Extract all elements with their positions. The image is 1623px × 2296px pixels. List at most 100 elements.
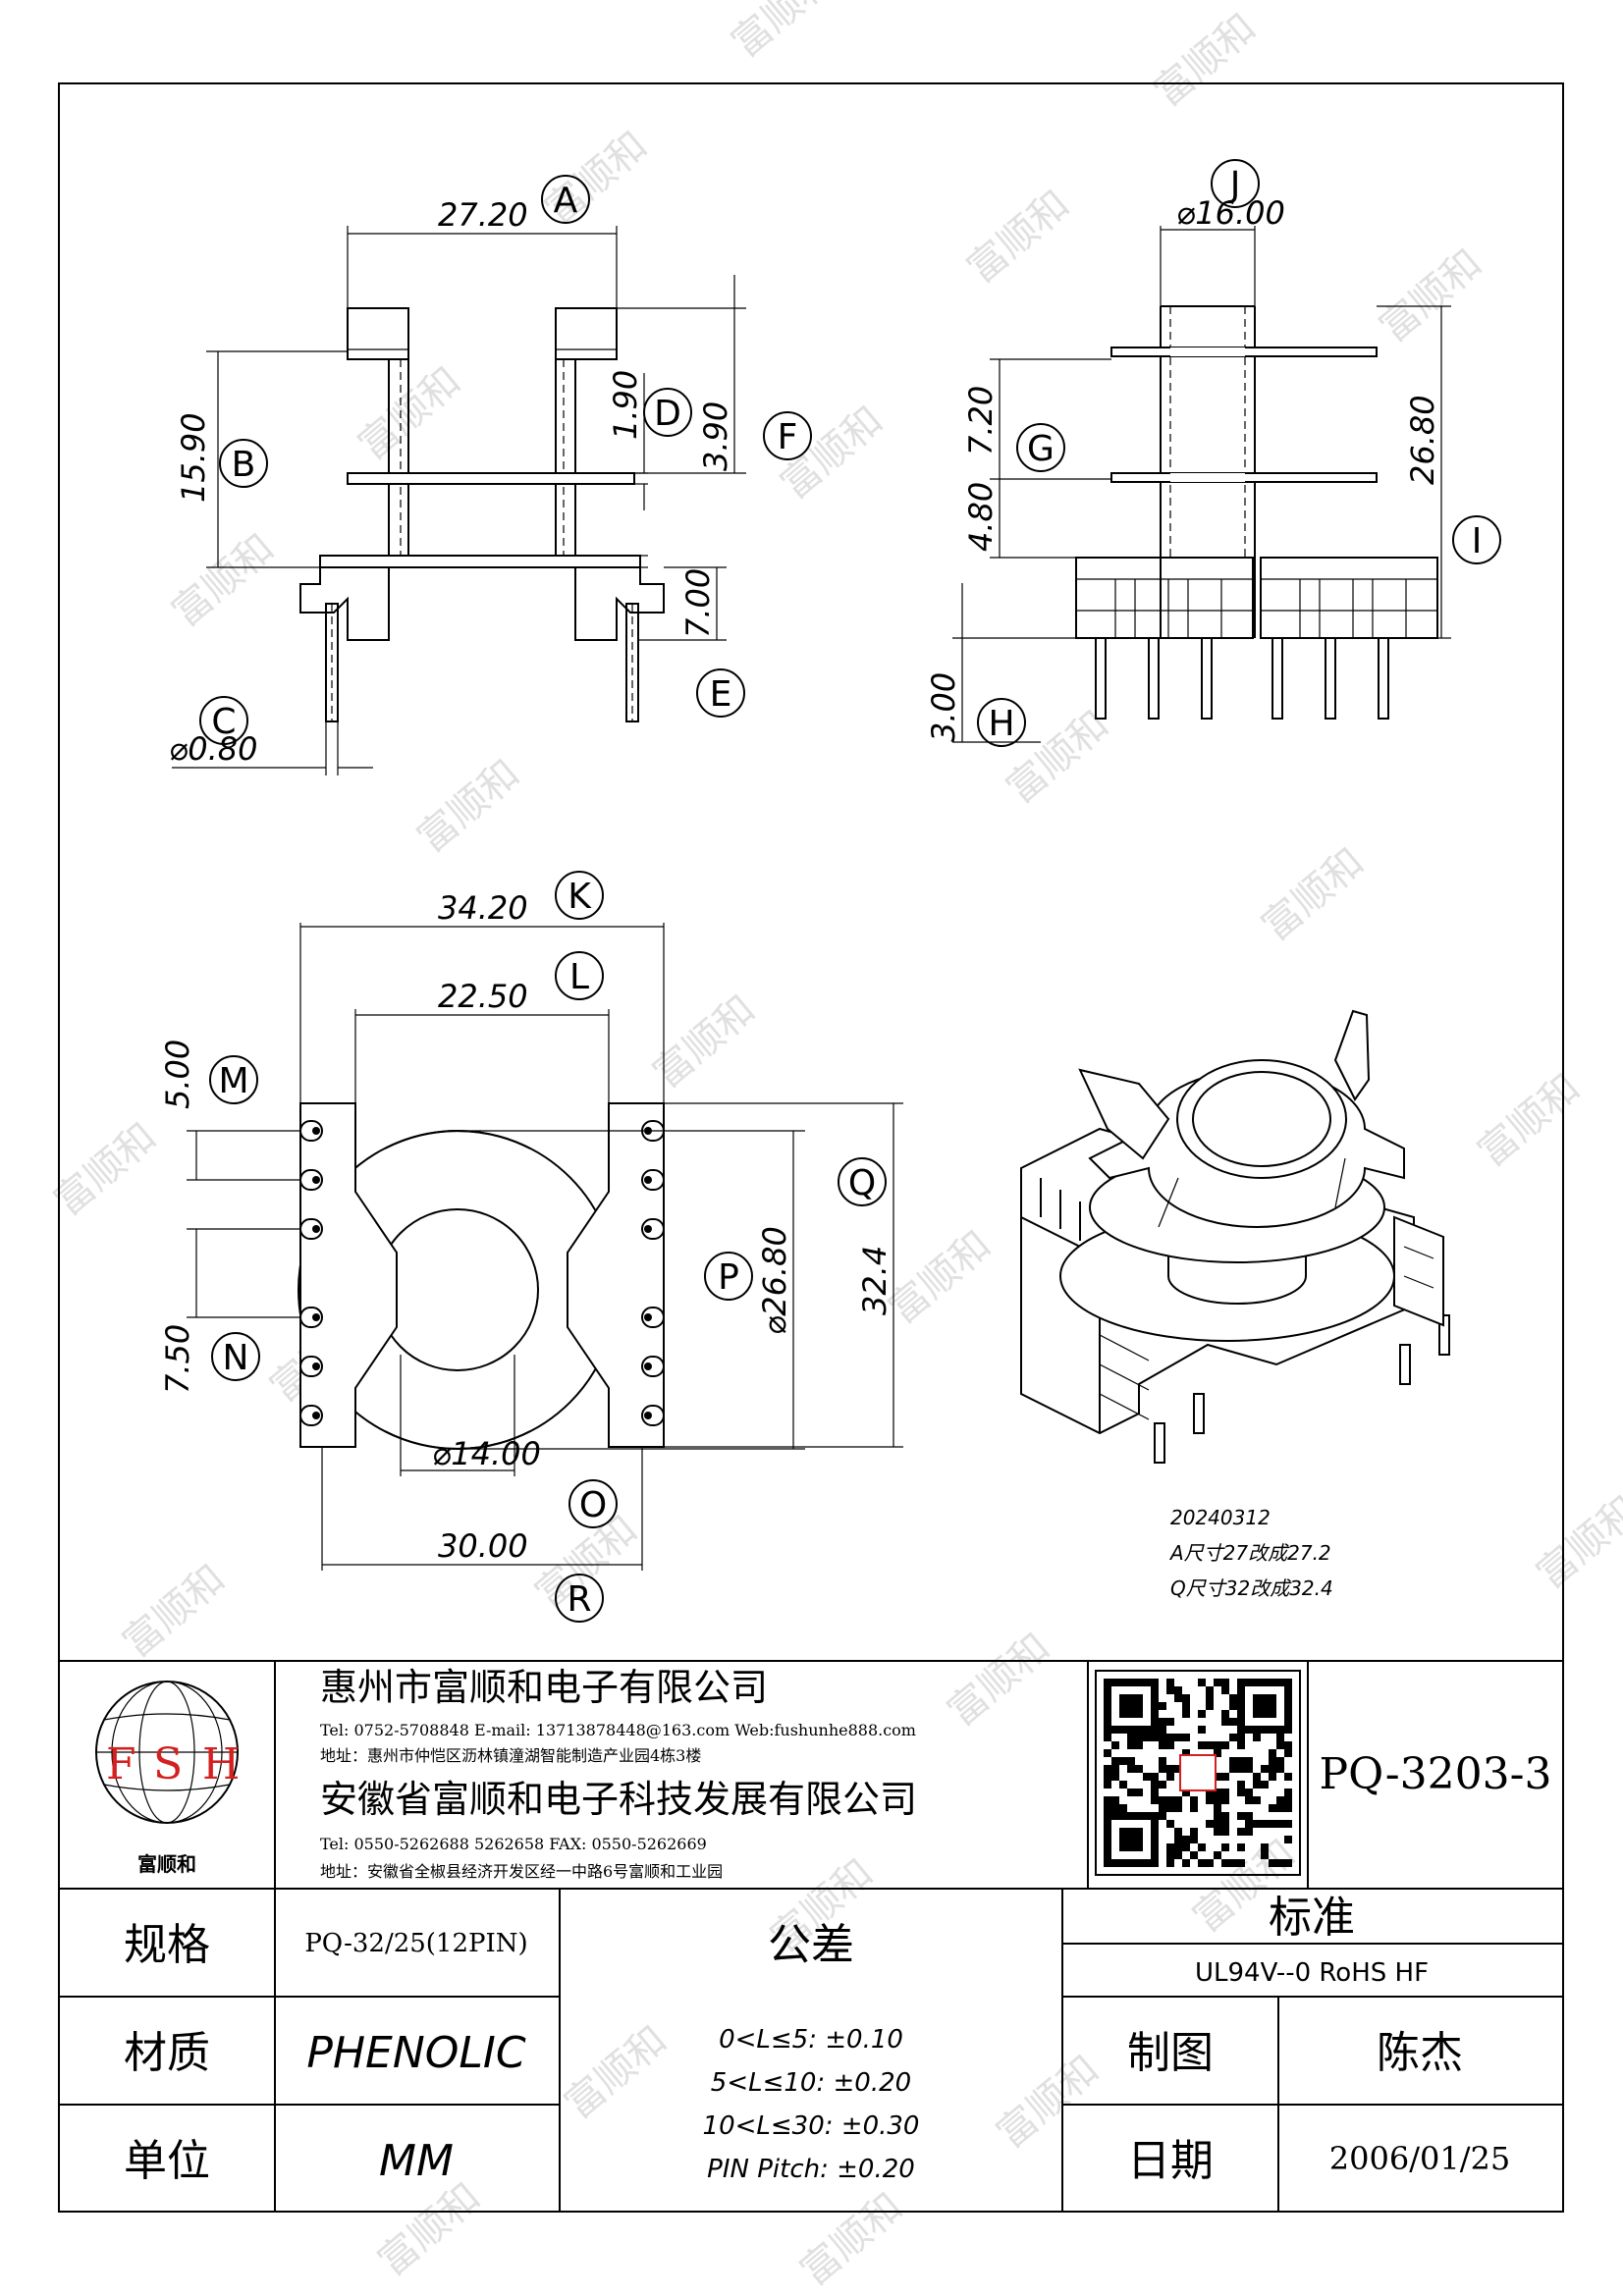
qr-module <box>1237 1702 1245 1710</box>
dim-callout-p <box>704 1252 753 1301</box>
qr-module <box>1111 1757 1119 1765</box>
watermark-text: 富顺和 <box>409 751 528 861</box>
logo-letter-s: S <box>153 1739 183 1789</box>
watermark-text: 富顺和 <box>881 1222 1000 1332</box>
qr-module <box>1269 1804 1276 1812</box>
qr-module <box>1104 1726 1111 1734</box>
dim-letter-d: D <box>654 394 681 434</box>
dim-value-d: 1.90 <box>607 370 644 440</box>
qr-module <box>1127 1694 1135 1702</box>
qr-module <box>1284 1718 1292 1726</box>
qr-module <box>1206 1741 1214 1749</box>
title-block: F S H 富顺和 惠州市富顺和电子有限公司 Tel: 0752-5708848… <box>59 1660 1563 2212</box>
qr-module <box>1198 1859 1206 1867</box>
qr-module <box>1104 1836 1111 1843</box>
company-name-2: 安徽省富顺和电子科技发展有限公司 <box>320 1778 917 1821</box>
qr-module <box>1276 1859 1284 1867</box>
qr-module <box>1166 1851 1174 1859</box>
qr-module <box>1174 1694 1182 1702</box>
qr-module <box>1269 1757 1276 1765</box>
date-value: 2006/01/25 <box>1329 2140 1510 2177</box>
qr-module <box>1159 1702 1166 1710</box>
qr-module <box>1166 1679 1174 1686</box>
qr-module <box>1245 1820 1253 1828</box>
qr-module <box>1119 1710 1127 1718</box>
company-address-1: 地址：惠州市仲恺区沥林镇潼湖智能制造产业园4栋3楼 <box>320 1746 701 1765</box>
qr-module <box>1104 1702 1111 1710</box>
dim-callout-q <box>838 1157 887 1206</box>
qr-module <box>1166 1820 1174 1828</box>
dim-letter-a: A <box>554 181 578 221</box>
watermark-text: 富顺和 <box>989 2047 1108 2157</box>
qr-module <box>1237 1741 1245 1749</box>
qr-module <box>1151 1679 1159 1686</box>
qr-code <box>1095 1670 1301 1876</box>
qr-module <box>1253 1702 1261 1710</box>
qr-module <box>1119 1804 1127 1812</box>
qr-module <box>1214 1828 1221 1836</box>
qr-module <box>1174 1734 1182 1741</box>
qr-module <box>1245 1726 1253 1734</box>
qr-module <box>1135 1789 1143 1796</box>
qr-module <box>1190 1804 1198 1812</box>
qr-module <box>1151 1789 1159 1796</box>
qr-module <box>1143 1812 1151 1820</box>
qr-module <box>1119 1859 1127 1867</box>
spec-value: PQ-32/25(12PIN) <box>304 1929 527 1958</box>
qr-module <box>1127 1836 1135 1843</box>
qr-module <box>1127 1828 1135 1836</box>
qr-module <box>1253 1694 1261 1702</box>
dim-callout-e <box>696 668 745 718</box>
standard-label: 标准 <box>1269 1893 1355 1943</box>
qr-module <box>1221 1679 1229 1686</box>
standard-value: UL94V--0 RoHS HF <box>1195 1958 1429 1988</box>
qr-module <box>1174 1828 1182 1836</box>
qr-module <box>1190 1796 1198 1804</box>
qr-module <box>1269 1726 1276 1734</box>
qr-module <box>1159 1726 1166 1734</box>
qr-module <box>1253 1820 1261 1828</box>
dim-letter-f: F <box>778 417 798 457</box>
qr-module <box>1221 1710 1229 1718</box>
watermark-text: 富顺和 <box>1254 839 1373 949</box>
qr-module <box>1269 1749 1276 1757</box>
qr-module <box>1111 1741 1119 1749</box>
qr-module <box>1269 1773 1276 1781</box>
qr-module <box>1182 1859 1190 1867</box>
dim-callout-a <box>541 175 590 224</box>
qr-module <box>1237 1710 1245 1718</box>
dim-callout-m <box>209 1055 258 1104</box>
qr-module <box>1135 1702 1143 1710</box>
qr-module <box>1119 1812 1127 1820</box>
dim-value-l: 22.50 <box>438 978 528 1015</box>
qr-module <box>1284 1749 1292 1757</box>
qr-module <box>1104 1859 1111 1867</box>
qr-module <box>1119 1694 1127 1702</box>
qr-module <box>1143 1726 1151 1734</box>
qr-module <box>1221 1741 1229 1749</box>
qr-module <box>1127 1843 1135 1851</box>
dim-callout-c <box>199 696 248 745</box>
qr-module <box>1182 1789 1190 1796</box>
qr-module <box>1104 1851 1111 1859</box>
qr-module <box>1253 1679 1261 1686</box>
qr-module <box>1104 1694 1111 1702</box>
qr-module <box>1284 1789 1292 1796</box>
qr-module <box>1166 1796 1174 1804</box>
qr-module <box>1261 1694 1269 1702</box>
qr-module <box>1119 1702 1127 1710</box>
dim-value-o: ⌀14.00 <box>432 1435 541 1472</box>
qr-module <box>1237 1734 1245 1741</box>
watermark-text: 富顺和 <box>1146 5 1265 115</box>
dim-callout-o <box>568 1479 618 1528</box>
dim-letter-b: B <box>232 445 256 485</box>
qr-module <box>1159 1757 1166 1765</box>
qr-module <box>1166 1804 1174 1812</box>
qr-module <box>1284 1836 1292 1843</box>
watermark-text: 富顺和 <box>1372 240 1490 350</box>
qr-module <box>1151 1773 1159 1781</box>
qr-module <box>1237 1843 1245 1851</box>
qr-module <box>1229 1859 1237 1867</box>
qr-module <box>1104 1820 1111 1828</box>
qr-module <box>1276 1804 1284 1812</box>
